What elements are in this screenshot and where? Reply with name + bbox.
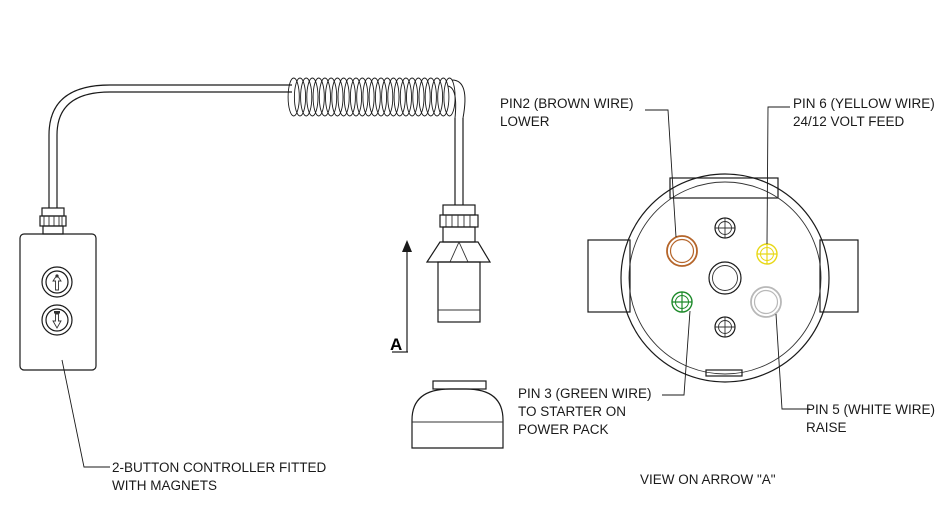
pin-2-brown [666, 235, 698, 267]
coil-loop [406, 77, 419, 117]
coil-loop [399, 77, 412, 117]
arrow-letter: A [390, 335, 402, 354]
pin2-leader [645, 109, 677, 238]
coil-loop [443, 77, 456, 117]
coil-loop [306, 77, 319, 117]
controller-gland [39, 207, 67, 235]
pin2-label-line1: PIN2 (BROWN WIRE) [500, 96, 634, 111]
up-arrow-icon [52, 274, 62, 291]
pin6-label-line2: 24/12 VOLT FEED [793, 114, 905, 129]
coil-loop [412, 77, 425, 117]
coil-loop [368, 77, 381, 117]
pin3-label-line3: POWER PACK [518, 422, 609, 437]
plug-cable [454, 118, 464, 205]
pin6-label-line1: PIN 6 (YELLOW WIRE) [793, 96, 935, 111]
pin6-leader [766, 106, 790, 245]
pin-top-unused [714, 217, 736, 239]
coil-loop [325, 77, 338, 117]
coil-loop [349, 77, 363, 117]
pin5-label-line1: PIN 5 (WHITE WIRE) [806, 402, 935, 417]
pin3-label-line2: TO STARTER ON [518, 404, 626, 419]
coil-loop [393, 77, 406, 117]
controller-body [19, 233, 97, 371]
coil-loop [418, 77, 431, 117]
controller-label-line2: WITH MAGNETS [112, 478, 217, 493]
coil-loop [356, 77, 369, 117]
pin-bottom-unused [714, 316, 736, 338]
socket-body [587, 173, 859, 383]
controller-down-button[interactable] [41, 304, 73, 336]
plug-cap [411, 380, 504, 449]
pin2-label-line2: LOWER [500, 114, 550, 129]
view-arrow [392, 240, 412, 353]
coil-loop [318, 77, 331, 117]
controller-up-button[interactable] [41, 266, 73, 298]
coil-end-bend [447, 79, 466, 119]
coil-loop [362, 77, 375, 117]
pin-5-white [750, 286, 782, 318]
coil-loop [387, 77, 400, 117]
coil-loop [374, 77, 388, 117]
coil-loop [331, 77, 344, 117]
view-caption: VIEW ON ARROW "A" [640, 472, 776, 487]
coil-loop [343, 77, 356, 117]
pin3-label-line1: PIN 3 (GREEN WIRE) [518, 386, 652, 401]
pin-3-green [671, 291, 693, 313]
coil-loop [287, 77, 300, 117]
trailer-plug [425, 204, 492, 323]
coil-loop [312, 77, 325, 117]
controller-leader [61, 359, 110, 468]
coiled-cable [287, 77, 466, 119]
pin5-label-line2: RAISE [806, 420, 847, 435]
controller-cable [48, 84, 292, 208]
controller-label-line1: 2-BUTTON CONTROLLER FITTED [112, 460, 327, 475]
coil-loop [381, 77, 394, 117]
pin3-leader [662, 310, 691, 396]
coil-loop [424, 77, 437, 117]
coil-loop [337, 77, 350, 117]
down-arrow-icon [52, 311, 62, 329]
coil-loop [293, 77, 307, 117]
coil-loop [300, 77, 313, 117]
pin-6-yellow [756, 243, 778, 265]
coil-loop [437, 77, 450, 117]
pin5-leader [775, 313, 810, 410]
coil-loop [430, 77, 444, 117]
